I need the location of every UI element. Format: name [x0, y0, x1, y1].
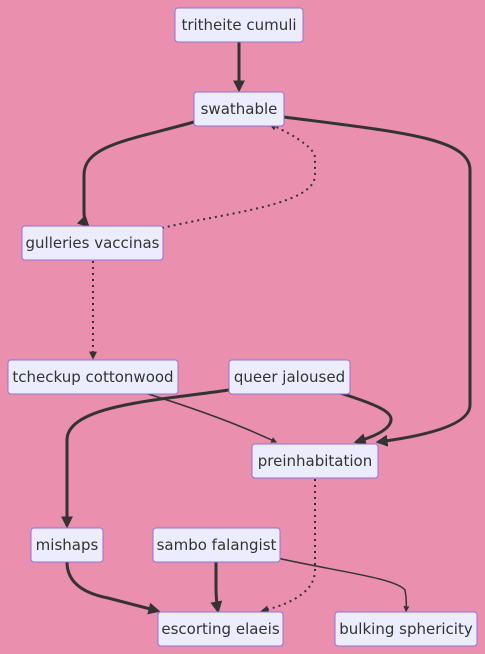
edge-preinhabitation-to-escorting-elaeis [260, 479, 316, 614]
node-mishaps[interactable]: mishaps [30, 527, 104, 563]
node-label: escorting elaeis [161, 620, 279, 638]
edge-sambo-falangist-to-bulking-sphericity [276, 557, 410, 613]
edges [61, 42, 472, 615]
edge-gulleries-vaccinas-to-swathable [161, 123, 316, 229]
node-label: swathable [201, 100, 278, 118]
node-label: mishaps [36, 536, 99, 554]
node-escorting-elaeis[interactable]: escorting elaeis [157, 611, 284, 647]
edge-queer-jaloused-to-preinhabitation [339, 391, 393, 446]
node-label: bulking sphericity [339, 620, 473, 638]
node-bulking-sphericity[interactable]: bulking sphericity [334, 611, 478, 647]
node-label: sambo falangist [157, 536, 277, 554]
edge-queer-jaloused-to-mishaps [61, 388, 230, 529]
nodes: tritheite cumuli swathable gulleries vac… [7, 7, 478, 647]
edge-sambo-falangist-to-escorting-elaeis [210, 562, 223, 614]
node-label: tcheckup cottonwood [12, 368, 173, 386]
node-tcheckup-cottonwood[interactable]: tcheckup cottonwood [7, 359, 179, 395]
node-swathable[interactable]: swathable [193, 91, 285, 127]
edge-tcheckup-cottonwood-to-preinhabitation [144, 392, 278, 443]
node-queer-jaloused[interactable]: queer jaloused [228, 359, 351, 395]
edge-mishaps-to-escorting-elaeis [65, 561, 161, 615]
node-label: preinhabitation [258, 452, 372, 470]
node-tritheite-cumuli[interactable]: tritheite cumuli [174, 7, 304, 43]
edge-swathable-to-preinhabitation [283, 115, 472, 447]
node-label: gulleries vaccinas [26, 234, 160, 252]
node-gulleries-vaccinas[interactable]: gulleries vaccinas [21, 225, 164, 261]
node-sambo-falangist[interactable]: sambo falangist [152, 527, 281, 563]
edge-swathable-to-gulleries-vaccinas [76, 120, 195, 228]
node-label: queer jaloused [234, 368, 345, 386]
node-label: tritheite cumuli [181, 16, 296, 34]
node-preinhabitation[interactable]: preinhabitation [251, 443, 379, 479]
